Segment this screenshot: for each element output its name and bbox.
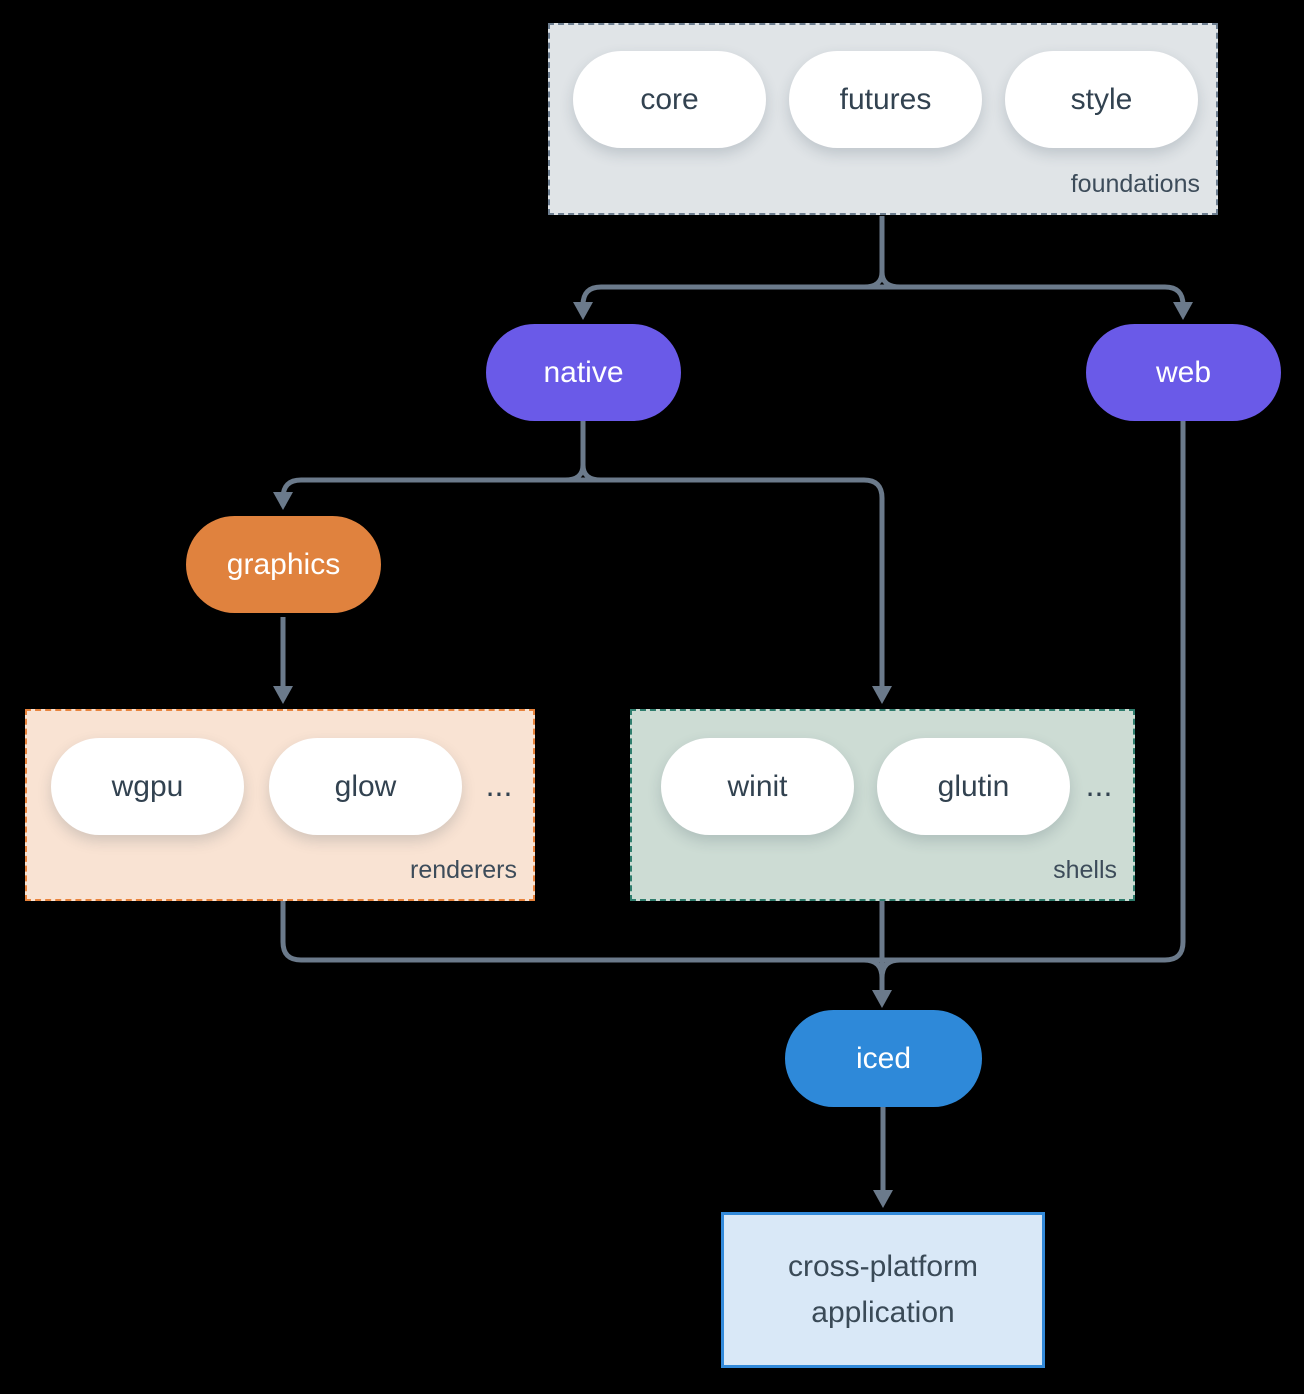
node-glutin: glutin	[877, 738, 1070, 835]
connector-merge-rail	[280, 421, 1186, 963]
arrowhead-iced	[872, 990, 892, 1008]
arrowhead-native	[573, 302, 593, 320]
group-renderers: wgpu glow ... renderers	[25, 709, 535, 901]
group-foundations: core futures style foundations	[548, 23, 1218, 215]
arrowhead-app	[873, 1190, 893, 1208]
arrowhead-graphics	[273, 492, 293, 510]
group-shells: winit glutin ... shells	[630, 709, 1135, 901]
node-futures: futures	[789, 51, 982, 148]
label-renderers: renderers	[410, 856, 517, 884]
node-winit: winit	[661, 738, 854, 835]
node-core: core	[573, 51, 766, 148]
shells-ellipsis: ...	[1085, 767, 1113, 803]
node-iced: iced	[785, 1010, 982, 1107]
arrowhead-renderers	[273, 686, 293, 704]
connector-foundations-split	[580, 284, 1186, 308]
arrowhead-shells	[872, 686, 892, 704]
connector-native-split	[280, 477, 885, 688]
connector-native-stem	[564, 421, 602, 483]
node-web: web	[1086, 324, 1281, 421]
app-label-line-2: application	[811, 1296, 955, 1329]
renderers-ellipsis: ...	[485, 767, 513, 803]
node-native: native	[486, 324, 681, 421]
node-wgpu: wgpu	[51, 738, 244, 835]
label-foundations: foundations	[1070, 170, 1200, 198]
node-graphics: graphics	[186, 516, 381, 613]
connector-foundations-stem	[863, 216, 901, 290]
node-style: style	[1005, 51, 1198, 148]
node-app: cross-platform application	[721, 1212, 1045, 1368]
node-glow: glow	[269, 738, 462, 835]
label-shells: shells	[1053, 856, 1117, 884]
arrowhead-web	[1173, 302, 1193, 320]
app-label-line-1: cross-platform	[787, 1250, 979, 1283]
